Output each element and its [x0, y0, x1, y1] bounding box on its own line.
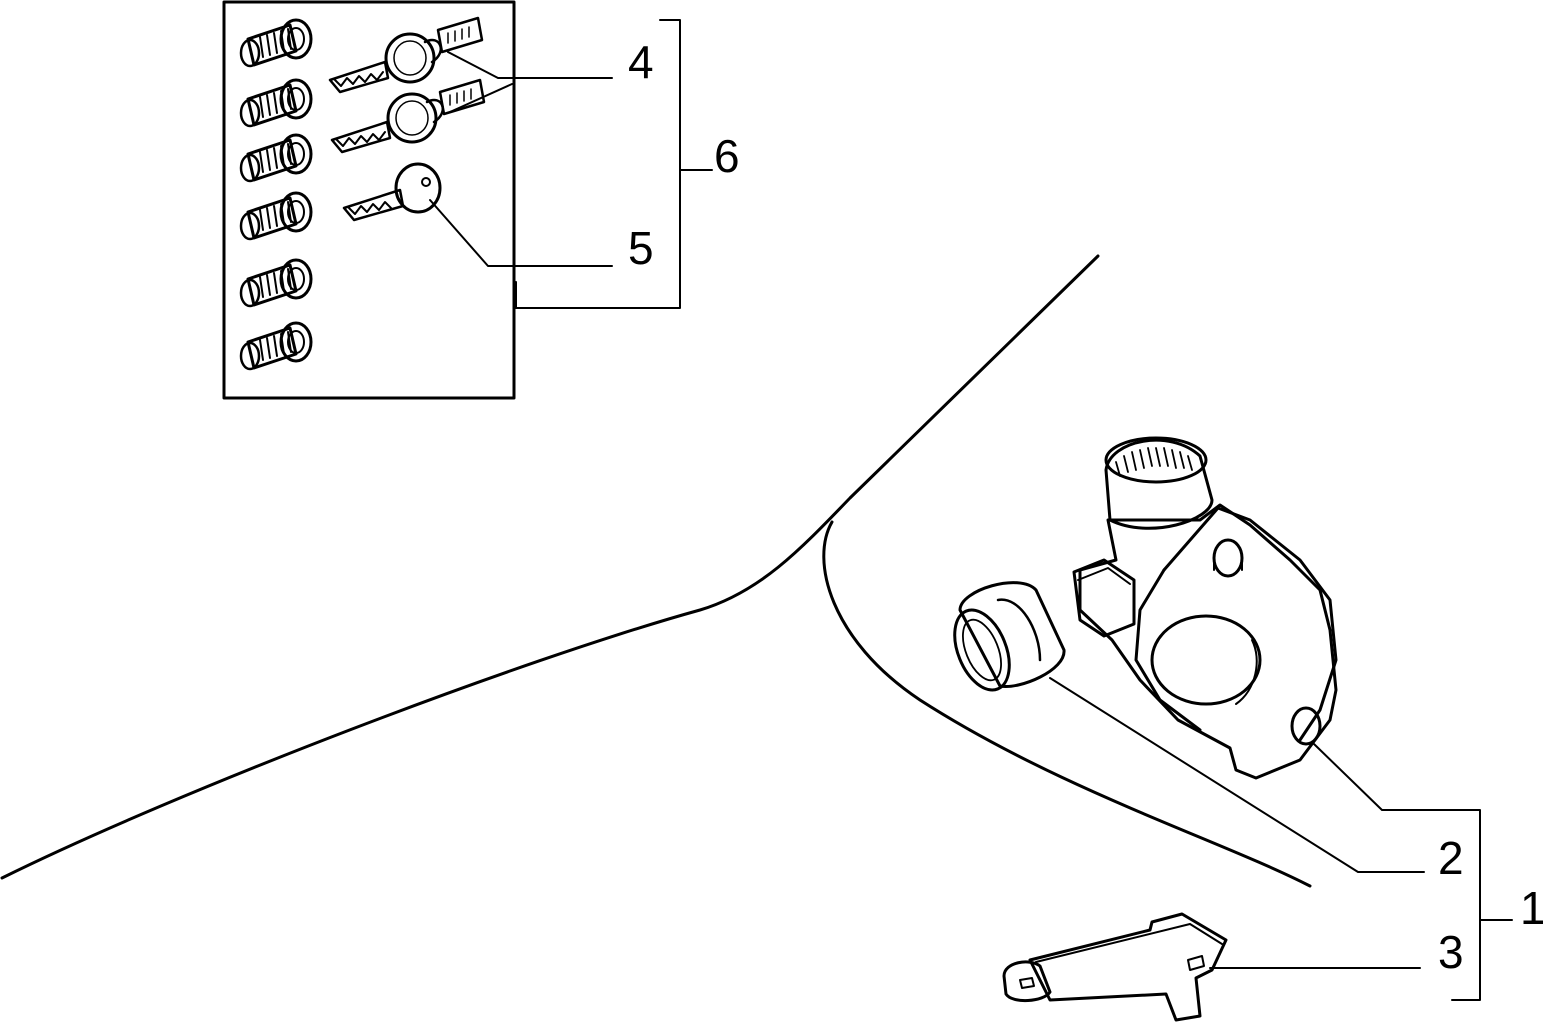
callout-2: 2 [1438, 832, 1464, 884]
lock-cylinder-set [239, 18, 313, 371]
leader-2 [1049, 677, 1425, 873]
leader-5 [429, 199, 613, 267]
lock-cylinder [239, 133, 313, 183]
lock-cylinder [239, 18, 313, 68]
leader-4b [449, 83, 513, 113]
lock-cylinder [239, 258, 313, 308]
lock-cylinder [239, 78, 313, 128]
lock-cylinder [239, 321, 313, 371]
lock-cylinder [239, 191, 313, 241]
callout-5: 5 [628, 222, 654, 274]
callout-4: 4 [628, 36, 654, 88]
key-with-tag-upper [328, 16, 484, 94]
steering-lock-housing [1072, 436, 1338, 780]
callout-6: 6 [714, 130, 740, 182]
panel-edge-curve [822, 520, 1312, 888]
callout-1: 1 [1520, 882, 1543, 934]
key-with-tag-lower [330, 78, 486, 154]
bracket-6 [515, 19, 681, 309]
callout-3: 3 [1438, 926, 1464, 978]
bracket-1 [1313, 743, 1481, 1001]
plain-key [342, 162, 442, 222]
kit-box [222, 0, 516, 400]
body-outline-curve [0, 254, 1100, 880]
ignition-cylinder [953, 581, 1066, 692]
ignition-switch-module [1002, 912, 1228, 1022]
leader-4a [447, 51, 613, 79]
